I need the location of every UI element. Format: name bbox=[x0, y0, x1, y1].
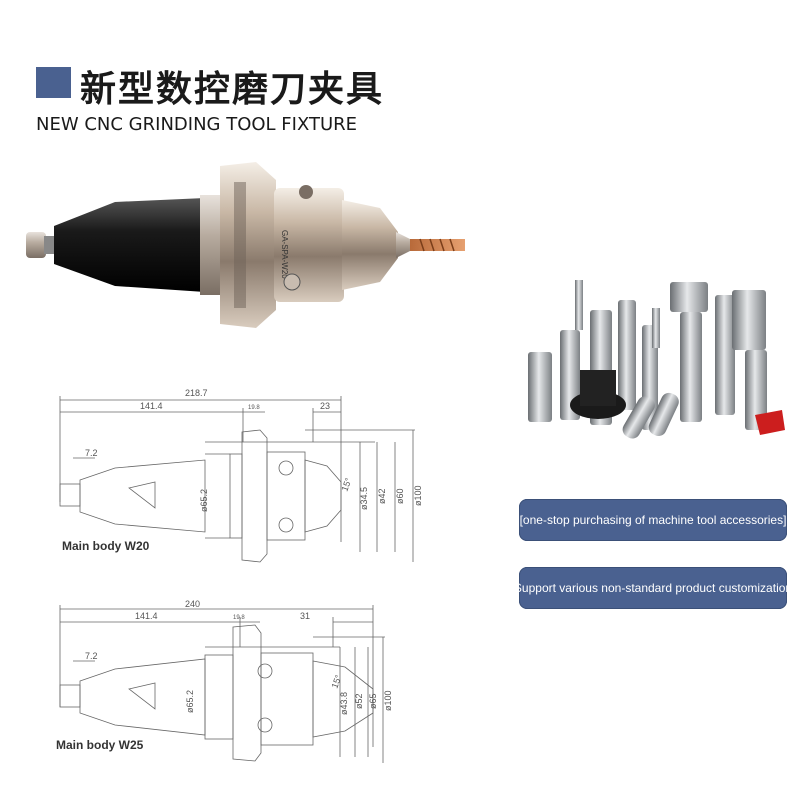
dim-d5: ø100 bbox=[413, 485, 423, 506]
dim-angle: 15° bbox=[329, 673, 343, 690]
page-title: 新型数控磨刀夹具 bbox=[80, 69, 385, 110]
header-accent-square bbox=[36, 67, 71, 98]
page-subtitle: NEW CNC GRINDING TOOL FIXTURE bbox=[36, 114, 358, 135]
dim-overall: 218.7 bbox=[185, 388, 208, 398]
drawing-label-w25: Main body W25 bbox=[56, 738, 144, 752]
drawing-label-w20: Main body W20 bbox=[62, 539, 150, 553]
dim-flange: 19.8 bbox=[248, 405, 260, 411]
dim-d3: ø42 bbox=[377, 488, 387, 504]
dim-d4: ø65 bbox=[368, 693, 378, 709]
dim-d1: ø65.2 bbox=[185, 690, 195, 713]
tool-collection-photo bbox=[528, 280, 785, 439]
dim-d3: ø52 bbox=[354, 693, 364, 709]
dim-nose: 23 bbox=[320, 401, 330, 411]
dim-flange: 19.8 bbox=[233, 615, 245, 621]
dim-body: 141.4 bbox=[135, 611, 158, 621]
engraving-text: GA-SPA-W20 bbox=[280, 230, 289, 279]
callout-customization: Support various non-standard product cus… bbox=[514, 567, 792, 609]
dim-tip: 7.2 bbox=[85, 448, 98, 458]
drawing-w20: 218.7 141.4 19.8 23 7.2 15° ø65.2 ø34.5 … bbox=[59, 388, 423, 563]
dim-tip: 7.2 bbox=[85, 651, 98, 661]
dim-body: 141.4 bbox=[140, 401, 163, 411]
dim-d2: ø34.5 bbox=[359, 487, 369, 510]
dim-d5: ø100 bbox=[383, 690, 393, 711]
dim-d1: ø65.2 bbox=[199, 489, 209, 512]
dim-overall: 240 bbox=[185, 599, 200, 609]
callout-one-stop: [one-stop purchasing of machine tool acc… bbox=[519, 499, 787, 541]
dim-d2: ø43.8 bbox=[339, 692, 349, 715]
dim-nose: 31 bbox=[300, 611, 310, 621]
product-photo: GA-SPA-W20 bbox=[26, 162, 465, 328]
dim-d4: ø60 bbox=[395, 488, 405, 504]
drawing-w25: 240 141.4 19.8 31 7.2 15° ø65.2 ø43.8 ø5… bbox=[59, 599, 393, 763]
dim-angle: 15° bbox=[339, 476, 353, 493]
